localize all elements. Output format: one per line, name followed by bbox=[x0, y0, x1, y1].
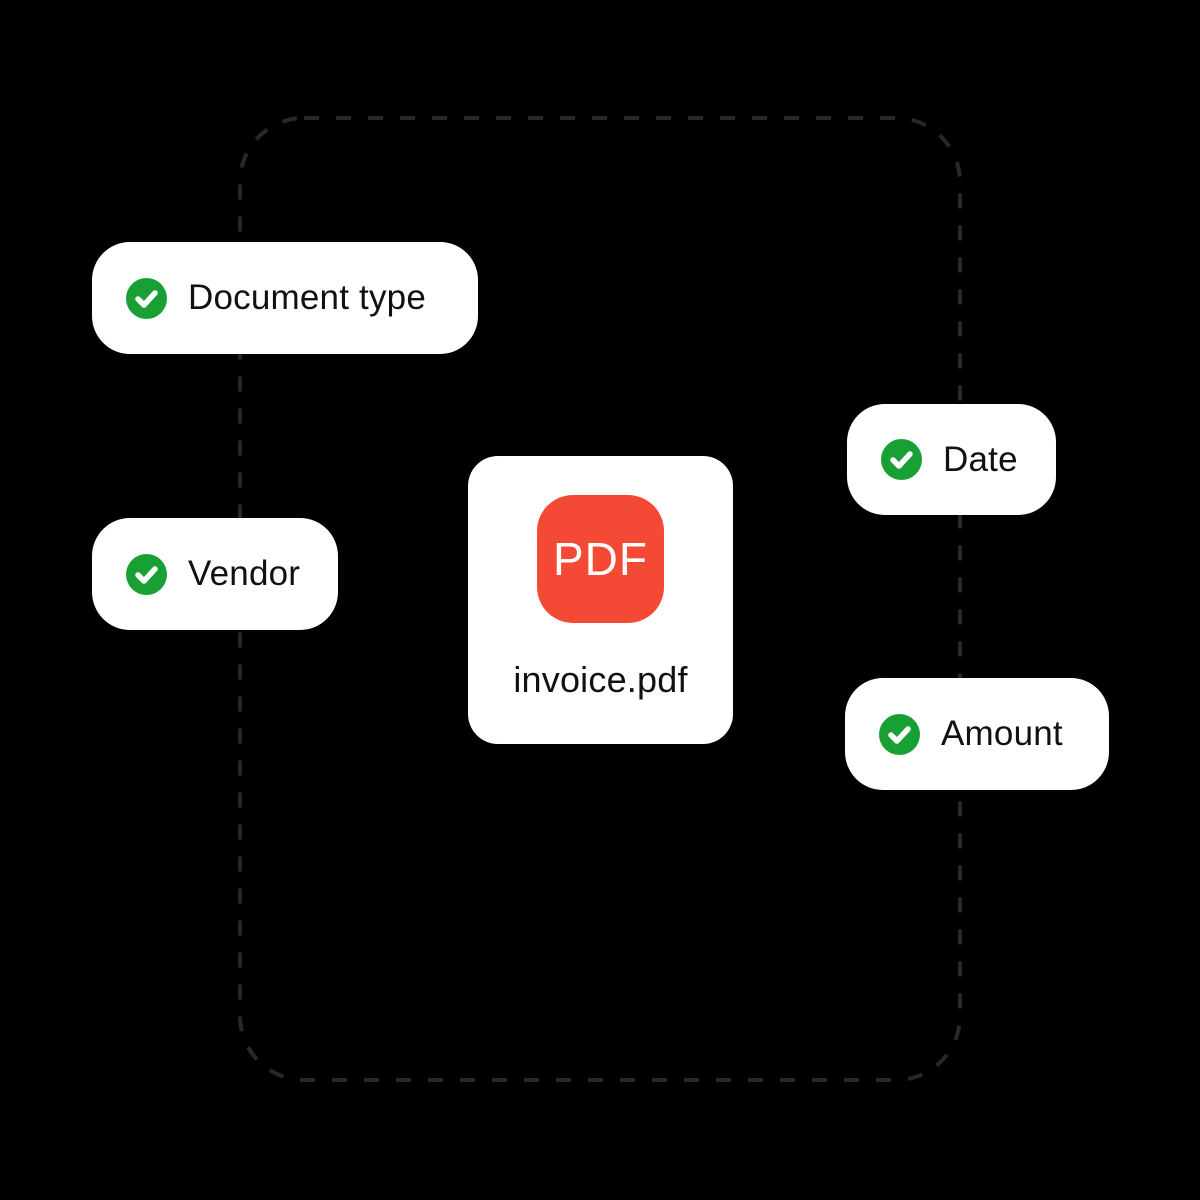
chip-amount: Amount bbox=[845, 678, 1109, 790]
chip-label: Document type bbox=[188, 278, 426, 317]
chip-vendor: Vendor bbox=[92, 518, 338, 630]
file-name: invoice.pdf bbox=[513, 659, 688, 700]
chip-label: Amount bbox=[941, 714, 1063, 753]
pdf-file-icon: PDF bbox=[537, 495, 664, 623]
document-card: PDF invoice.pdf bbox=[468, 456, 733, 744]
chip-label: Vendor bbox=[188, 554, 301, 593]
checkmark-icon bbox=[135, 565, 158, 584]
checkmark-icon bbox=[890, 451, 913, 469]
pdf-icon-label: PDF bbox=[553, 533, 648, 585]
checkmark-icon bbox=[888, 725, 911, 744]
check-circle-icon bbox=[126, 277, 167, 319]
dashed-frame bbox=[238, 116, 962, 1082]
checkmark-icon bbox=[135, 289, 158, 308]
chip-document-type: Document type bbox=[92, 242, 478, 354]
chip-date: Date bbox=[847, 404, 1056, 515]
chip-label: Date bbox=[943, 439, 1018, 479]
check-circle-icon bbox=[126, 553, 167, 595]
check-circle-icon bbox=[879, 713, 920, 755]
check-circle-icon bbox=[881, 439, 922, 480]
